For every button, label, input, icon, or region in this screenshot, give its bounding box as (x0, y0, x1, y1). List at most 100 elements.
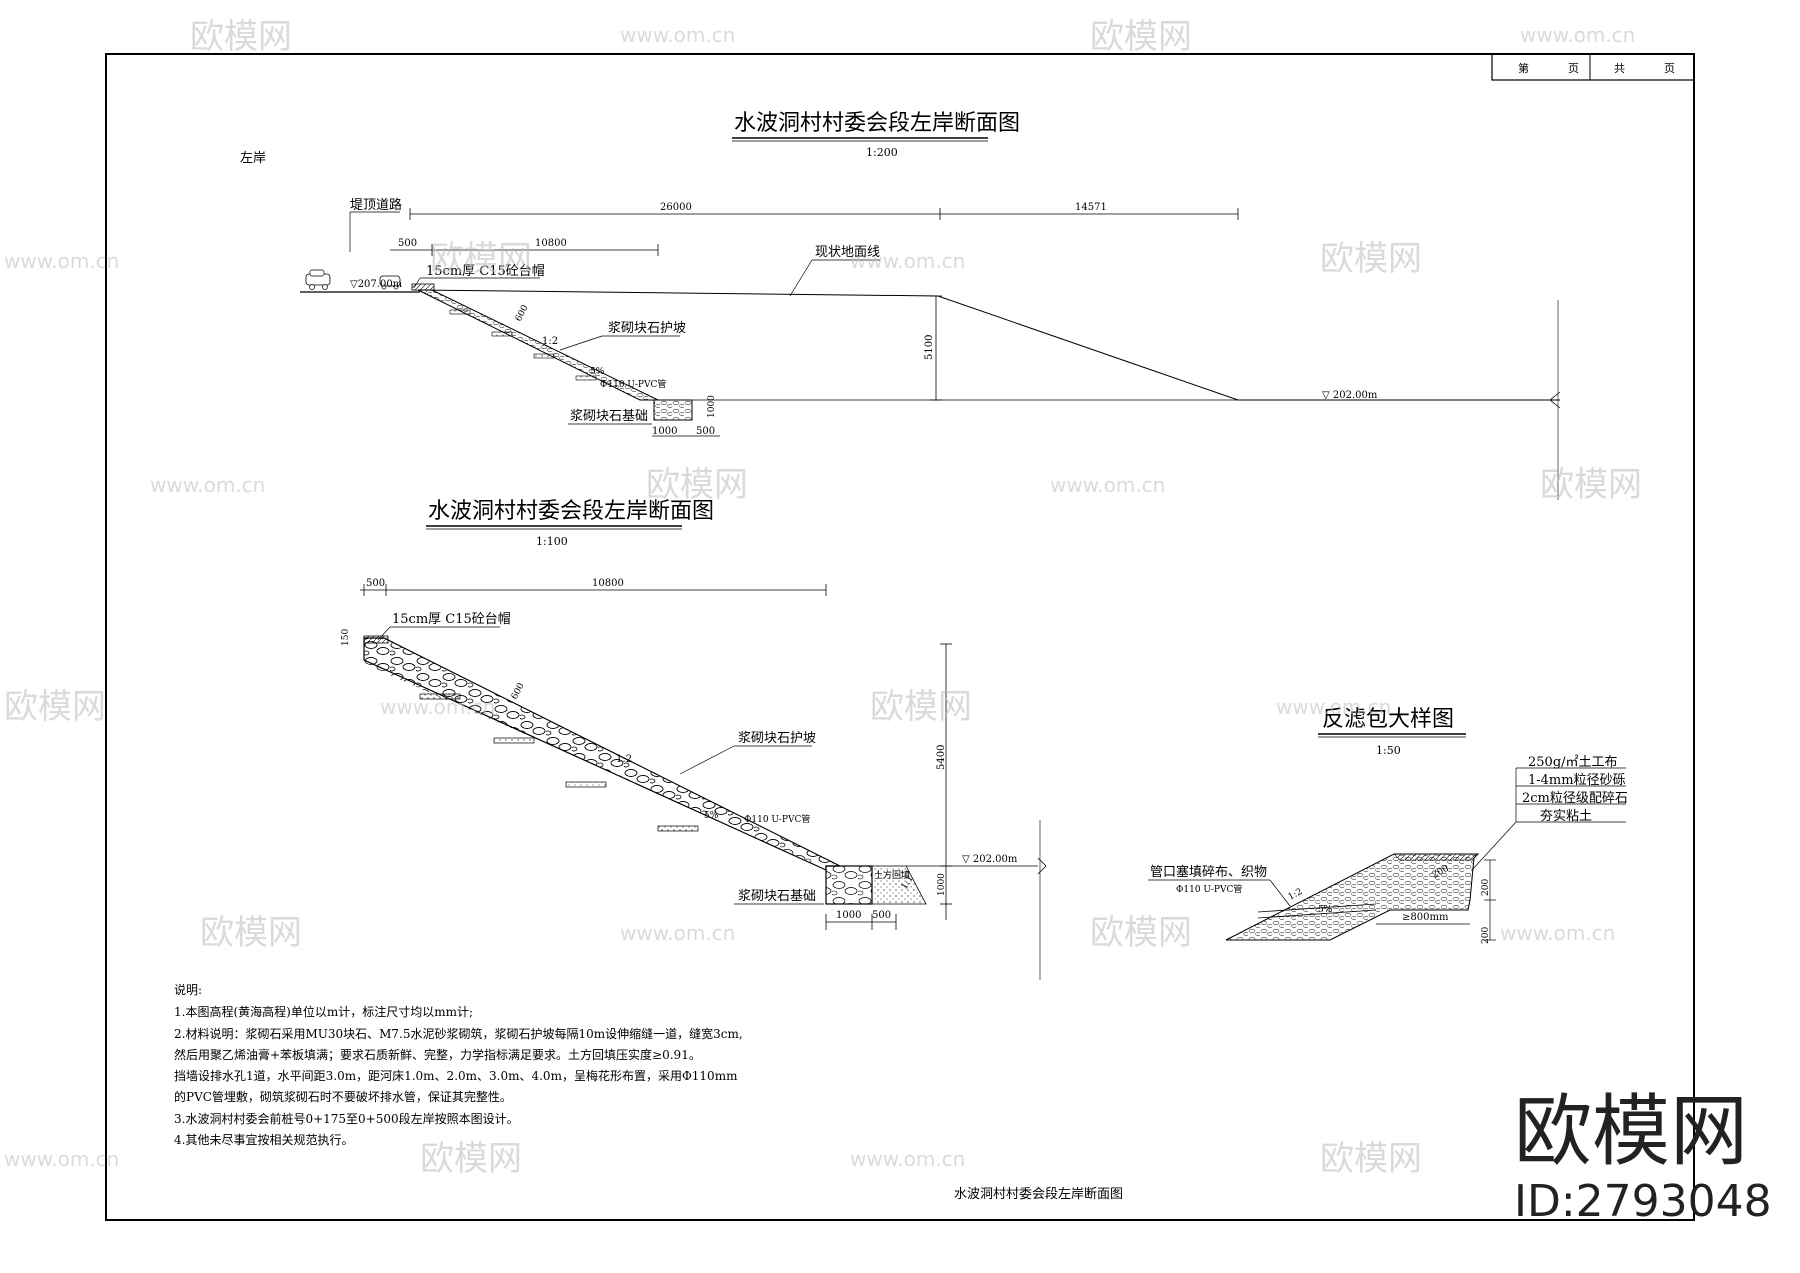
dim-500-s1: 500 (696, 426, 715, 437)
dim-14571: 14571 (1075, 202, 1107, 213)
dim-10800-s2: 10800 (592, 578, 624, 589)
elev-207: ▽207.00m (350, 279, 403, 290)
filter-pct: 5% (1318, 905, 1333, 915)
elev-202-s2: ▽ 202.00m (962, 854, 1018, 865)
elev-202-s1: ▽ 202.00m (1322, 390, 1378, 401)
section1-title: 水波洞村村委会段左岸断面图 (734, 111, 1020, 136)
title-block-total: 共 (1614, 62, 1625, 75)
notes: 说明: 1.本图高程(黄海高程)单位以m计，标注尺寸均以mm计; 2.材料说明：… (174, 982, 743, 1147)
layer-clay: 夯实粘土 (1540, 809, 1592, 824)
watermark-brand: 欧模网 (1090, 17, 1192, 57)
section-2: 水波洞村村委会段左岸断面图 1:100 500 10800 15cm厚 C15砼… (341, 499, 1047, 980)
dim-500b-s2: 500 (872, 910, 891, 921)
dim-1000v-s2: 1000 (937, 873, 947, 896)
dim-10800-top: 10800 (535, 238, 567, 249)
watermarks: 欧模网 www.om.cn 欧模网 www.om.cn www.om.cn 欧模… (4, 17, 1642, 1179)
pipe-mouth-label: 管口塞填碎布、织物 (1150, 864, 1267, 880)
foundation-label-2: 浆砌块石基础 (738, 889, 816, 904)
pipe-label-s2: Φ110 U-PVC管 (744, 813, 810, 825)
dim-200-c: 200 (1481, 927, 1491, 944)
dim-26000: 26000 (660, 202, 692, 213)
foundation-1 (653, 399, 693, 421)
cap-label-2: 15cm厚 C15砼台帽 (392, 611, 511, 627)
watermark-url: www.om.cn (1276, 695, 1391, 719)
notes-line-1: 1.本图高程(黄海高程)单位以m计，标注尺寸均以mm计; (174, 1004, 473, 1019)
slope-1-2-s2: 1:2 (616, 754, 632, 765)
backfill-label: 土方回填 (874, 869, 910, 881)
pct-5-s2: 5% (704, 811, 719, 821)
filter-pipe-label: Φ110 U-PVC管 (1176, 883, 1242, 895)
watermark-brand: 欧模网 (1090, 913, 1192, 953)
watermark-brand: 欧模网 (646, 465, 748, 505)
dim-500-s2: 500 (366, 578, 385, 589)
watermark-brand: 欧模网 (420, 1139, 522, 1179)
cap-label-1: 15cm厚 C15砼台帽 (426, 263, 545, 279)
car-icon (379, 275, 401, 290)
watermark-url: www.om.cn (850, 1147, 965, 1171)
dim-1000v-s1: 1000 (707, 395, 717, 418)
filter-scale: 1:50 (1376, 744, 1401, 757)
dim-800: ≥800mm (1402, 912, 1449, 923)
foundation-label-1: 浆砌块石基础 (570, 409, 648, 424)
notes-heading: 说明: (174, 982, 202, 997)
watermark-url: www.om.cn (620, 23, 735, 47)
watermark-brand: 欧模网 (190, 17, 292, 57)
filter-slope: 1:2 (1287, 887, 1304, 903)
title-block-page-unit: 页 (1568, 62, 1579, 75)
existing-ground-label: 现状地面线 (815, 245, 880, 260)
dim-150: 150 (341, 629, 351, 646)
watermark-url: www.om.cn (620, 921, 735, 945)
section2-scale: 1:100 (536, 535, 568, 548)
revetment-label-2: 浆砌块石护坡 (738, 731, 816, 746)
dim-600-s1: 600 (514, 303, 531, 323)
car-icon (305, 269, 331, 290)
watermark-url: www.om.cn (1050, 473, 1165, 497)
watermark-url: www.om.cn (1500, 921, 1615, 945)
watermark-brand: 欧模网 (200, 913, 302, 953)
road-label: 堤顶道路 (350, 197, 402, 213)
dim-1000-s2: 1000 (836, 910, 861, 921)
section2-title: 水波洞村村委会段左岸断面图 (428, 499, 714, 524)
watermark-url: www.om.cn (1520, 23, 1635, 47)
filter-detail: 反滤包大样图 1:50 250g/㎡土工布 1-4mm粒径砂砾 2cm粒径级配碎… (1148, 707, 1628, 944)
watermark-brand: 欧模网 (1540, 465, 1642, 505)
layer-gravel-sand: 1-4mm粒径砂砾 (1528, 773, 1626, 788)
backfill (871, 865, 927, 905)
watermark-brand: 欧模网 (1320, 1139, 1422, 1179)
drawing-frame (105, 53, 1695, 1221)
layer-legend: 250g/㎡土工布 1-4mm粒径砂砾 2cm粒径级配碎石 夯实粘土 (1471, 755, 1628, 871)
watermark-url: www.om.cn (150, 473, 265, 497)
notes-line-3: 然后用聚乙烯油膏+苯板填满；要求石质新鲜、完整，力学指标满足要求。土方回填压实度… (174, 1047, 701, 1062)
pipe-label-s1: Φ110 U-PVC管 (600, 378, 666, 390)
bottom-title: 水波洞村村委会段左岸断面图 (954, 1187, 1123, 1202)
filter-title: 反滤包大样图 (1322, 707, 1454, 732)
dim-5100: 5100 (924, 335, 935, 360)
section1-scale: 1:200 (866, 146, 898, 159)
title-block-page: 第 (1518, 61, 1529, 75)
section1-bank-label: 左岸 (240, 151, 266, 166)
title-block-total-unit: 页 (1664, 62, 1675, 75)
brand-id: ID:2793048 (1514, 1176, 1772, 1227)
layer-crushed-stone: 2cm粒径级配碎石 (1522, 791, 1628, 806)
watermark-brand: 欧模网 (1320, 239, 1422, 279)
brand-logo-text: 欧模网 (1514, 1087, 1748, 1177)
dim-500-top: 500 (398, 238, 417, 249)
section-1: 水波洞村村委会段左岸断面图 1:200 左岸 堤顶道路 26000 14571 … (240, 111, 1561, 500)
notes-line-6: 3.水波洞村村委会前桩号0+175至0+500段左岸按照本图设计。 (174, 1111, 519, 1126)
watermark-url: www.om.cn (380, 695, 495, 719)
notes-line-4: 挡墙设排水孔1道，水平间距3.0m，距河床1.0m、2.0m、3.0m、4.0m… (174, 1068, 738, 1083)
notes-line-2: 2.材料说明：浆砌石采用MU30块石、M7.5水泥砂浆砌筑，浆砌石护坡每隔10m… (174, 1026, 743, 1041)
watermark-url: www.om.cn (850, 249, 965, 273)
pct-5-s1: 5% (590, 367, 605, 377)
dim-5400: 5400 (936, 745, 947, 770)
dim-200-b: 200 (1481, 879, 1491, 896)
foundation-2 (825, 865, 873, 905)
dim-1000-s1: 1000 (652, 426, 677, 437)
watermark-brand: 欧模网 (870, 687, 972, 727)
watermark-url: www.om.cn (4, 1147, 119, 1171)
notes-line-7: 4.其他未尽事宜按相关规范执行。 (174, 1132, 353, 1147)
title-block: 第 页 共 页 (1491, 53, 1695, 81)
dim-600-s2: 600 (510, 681, 527, 701)
slope-1-2-s1: 1:2 (542, 336, 558, 347)
